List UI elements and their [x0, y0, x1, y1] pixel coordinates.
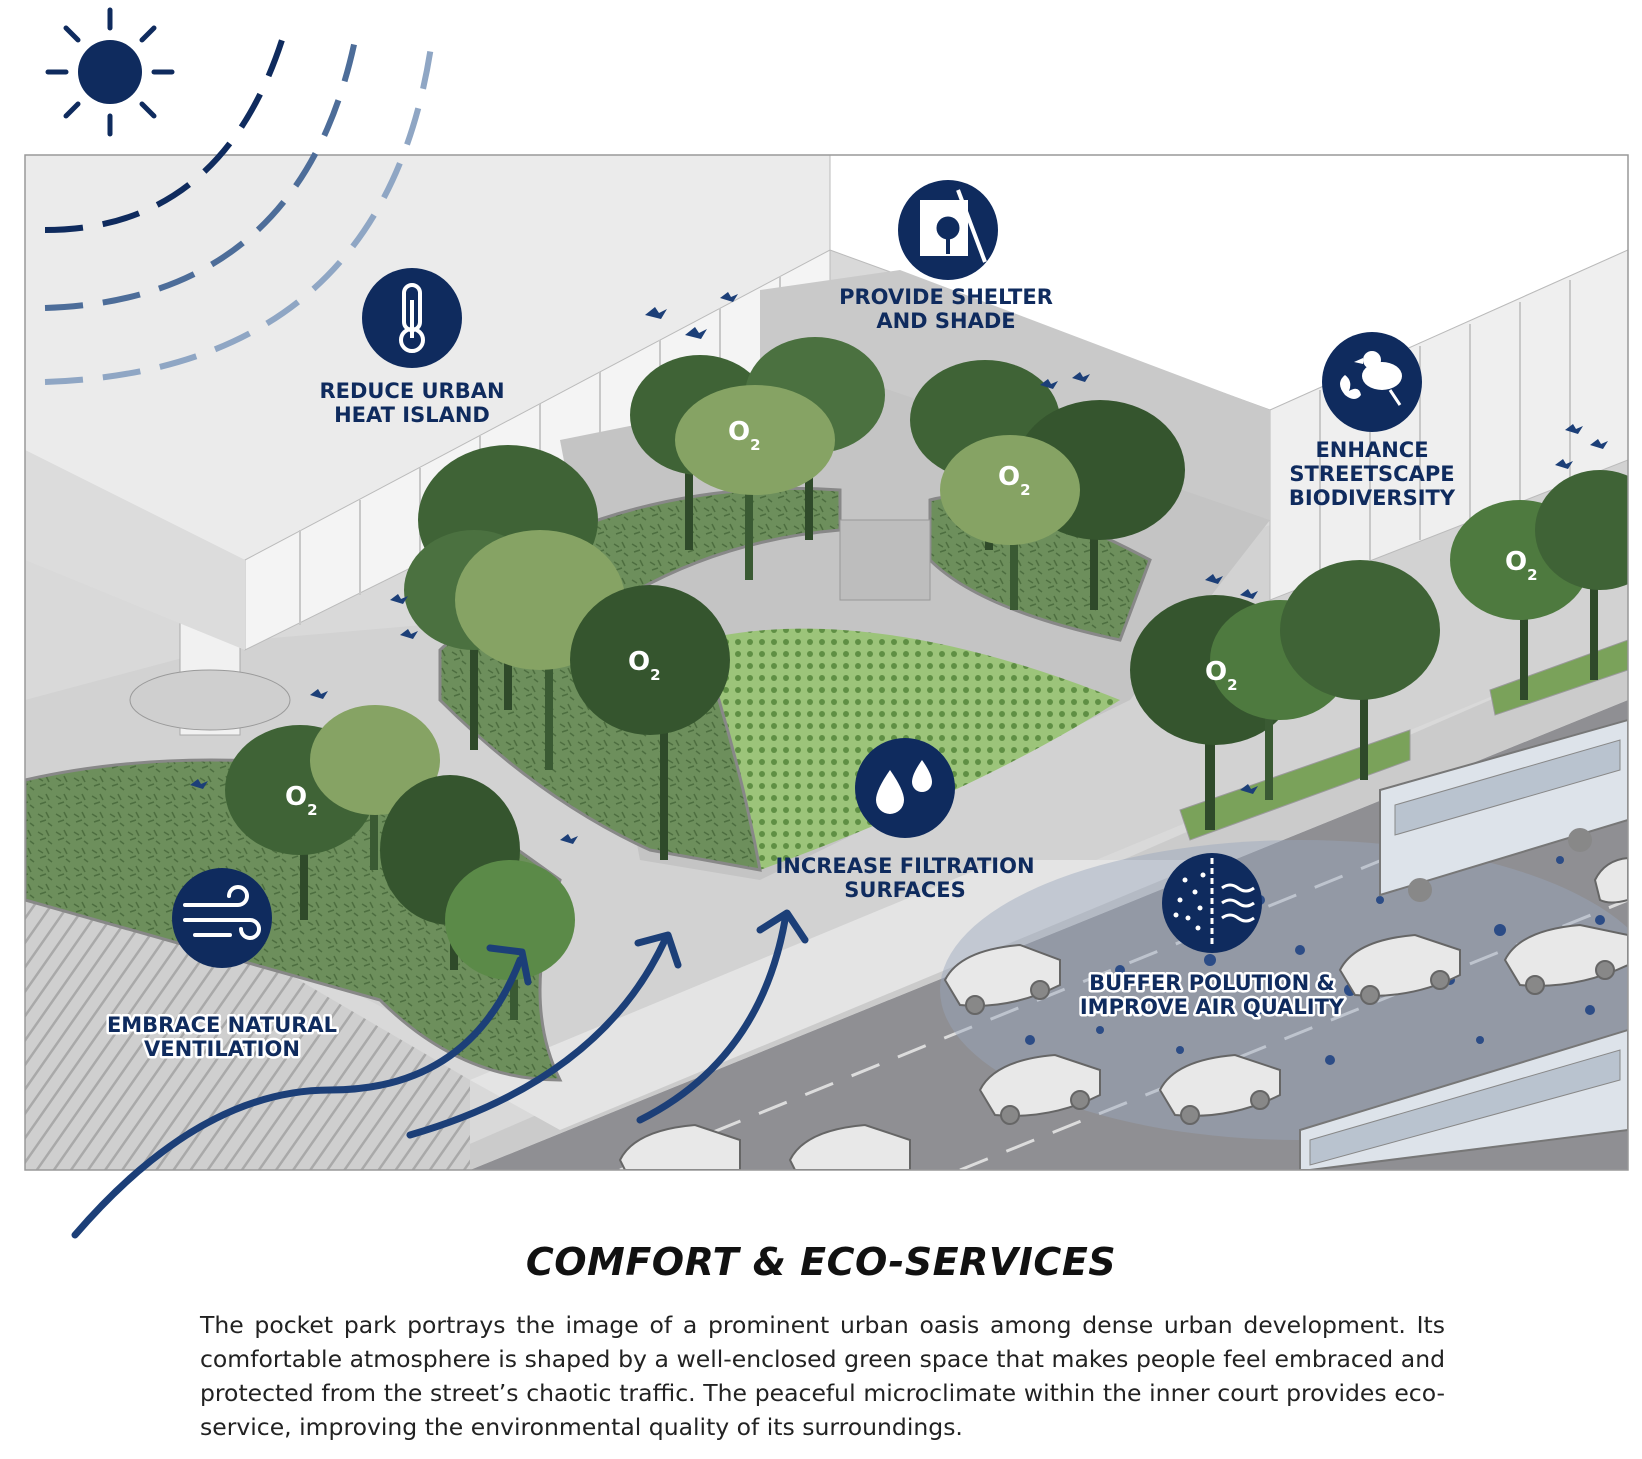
svg-text:REDUCE URBAN: REDUCE URBAN: [319, 379, 504, 403]
trees: [225, 337, 1628, 1020]
label-line: EMBRACE NATURAL: [107, 1013, 337, 1037]
wind-arrow: [756, 909, 809, 944]
scene: O2 O2 O2 O2 O2 O2: [25, 155, 1628, 1170]
tree: [310, 705, 440, 870]
svg-text:BUFFER POLUTION &: BUFFER POLUTION &: [1089, 971, 1335, 995]
label-pollution: BUFFER POLUTION & IMPROVE AIR QUALITY: [1077, 969, 1347, 1022]
column-base: [129, 669, 291, 731]
walkway: [470, 860, 1210, 1130]
bus: [1379, 718, 1628, 902]
label-line: BUFFER POLUTION &: [1089, 971, 1335, 995]
tree: [1280, 560, 1440, 780]
o2-tag: O2: [1205, 657, 1238, 694]
tree: [675, 385, 835, 580]
air-filter-icon: [1162, 853, 1262, 953]
car: [1338, 933, 1461, 1005]
svg-text:VENTILATION: VENTILATION: [144, 1037, 300, 1061]
water-drops-icon: [855, 738, 955, 838]
label-shelter: PROVIDE SHELTER AND SHADE: [839, 285, 1053, 333]
bus: [1299, 1028, 1628, 1170]
caption-body: The pocket park portrays the image of a …: [200, 1311, 1445, 1441]
car: [943, 943, 1061, 1015]
scene-frame: [24, 154, 1629, 1171]
svg-text:BIODIVERSITY: BIODIVERSITY: [1289, 486, 1456, 510]
label-line: ENHANCE: [1315, 438, 1428, 462]
street-planter: [1179, 729, 1411, 841]
svg-text:IMPROVE AIR QUALITY: IMPROVE AIR QUALITY: [1080, 995, 1345, 1019]
label-line: BIODIVERSITY: [1289, 486, 1456, 510]
label-line: AND SHADE: [876, 309, 1015, 333]
car: [978, 1053, 1101, 1125]
label-line: VENTILATION: [144, 1037, 300, 1061]
o2-tag: O2: [728, 417, 761, 454]
pollution-haze: [940, 840, 1628, 1140]
thermometer-icon: [362, 268, 462, 368]
planter-top: [567, 486, 842, 602]
label-line: STREETSCAPE: [1289, 462, 1454, 486]
tree: [1535, 470, 1628, 680]
label-line: HEAT ISLAND: [334, 403, 490, 427]
svg-text:INCREASE FILTRATION: INCREASE FILTRATION: [775, 854, 1034, 878]
wind-arrow: [636, 916, 789, 1124]
svg-text:HEAT ISLAND: HEAT ISLAND: [334, 403, 490, 427]
car: [788, 1123, 911, 1170]
left-building-side: [25, 450, 245, 650]
wind-icon: [172, 868, 272, 968]
car: [1503, 923, 1628, 995]
wind-arrow: [406, 936, 669, 1139]
label-line: REDUCE URBAN: [319, 379, 504, 403]
steps: [839, 519, 931, 601]
car: [618, 1123, 741, 1170]
o2-tag: O2: [1505, 547, 1538, 584]
o2-tag: O2: [285, 782, 318, 819]
label-line: INCREASE FILTRATION: [775, 854, 1034, 878]
tree: [940, 435, 1080, 610]
wind-arrow: [486, 944, 532, 986]
label-line: SURFACES: [844, 878, 965, 902]
label-biodiversity: ENHANCE STREETSCAPE BIODIVERSITY: [1289, 438, 1456, 510]
tree: [570, 585, 730, 860]
wind-arrow: [71, 956, 524, 1239]
svg-text:STREETSCAPE: STREETSCAPE: [1289, 462, 1454, 486]
car: [1593, 856, 1628, 904]
cars: [618, 856, 1628, 1170]
sun-icon: [45, 7, 175, 137]
caption-title: COMFORT & ECO-SERVICES: [525, 1240, 1117, 1284]
label-line: IMPROVE AIR QUALITY: [1080, 995, 1345, 1019]
right-building-facade: [1269, 249, 1628, 601]
svg-text:SURFACES: SURFACES: [844, 878, 965, 902]
svg-text:EMBRACE NATURAL: EMBRACE NATURAL: [107, 1013, 337, 1037]
label-ventilation: EMBRACE NATURAL VENTILATION: [104, 1011, 339, 1064]
o2-tag: O2: [998, 462, 1031, 499]
birds: [190, 292, 1608, 844]
bird-butterfly-icon: [1322, 332, 1422, 432]
car: [1158, 1053, 1281, 1125]
wind-arrows: [71, 909, 809, 1239]
svg-text:ENHANCE: ENHANCE: [1315, 438, 1428, 462]
svg-text:PROVIDE SHELTER: PROVIDE SHELTER: [839, 285, 1053, 309]
wind-arrow: [634, 931, 682, 969]
svg-text:AND SHADE: AND SHADE: [876, 309, 1015, 333]
oxygen-tags: O2 O2 O2 O2 O2 O2: [285, 417, 1538, 819]
label-line: PROVIDE SHELTER: [839, 285, 1053, 309]
label-filtration: INCREASE FILTRATION SURFACES: [775, 854, 1034, 902]
o2-tag: O2: [628, 647, 661, 684]
sun-rays: [44, 39, 435, 385]
label-heat-island: REDUCE URBAN HEAT ISLAND: [319, 379, 504, 427]
shelter-tree-icon: [898, 180, 998, 280]
